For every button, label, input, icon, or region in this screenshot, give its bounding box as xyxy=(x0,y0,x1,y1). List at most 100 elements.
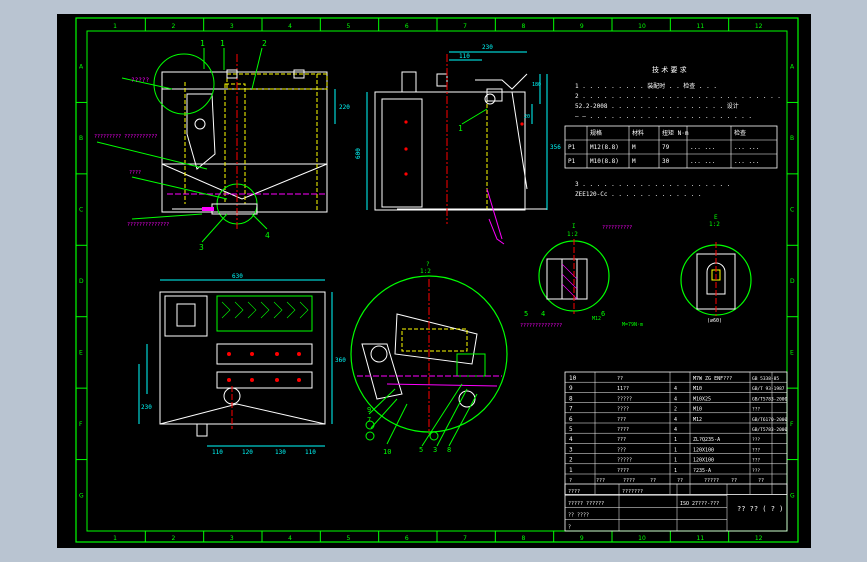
bom-row-std: ??? xyxy=(752,458,760,464)
zone-label-top: 3 xyxy=(230,23,234,30)
bottom-dim-110: 110 xyxy=(212,449,223,456)
bom-row-qty: 1 xyxy=(674,458,677,464)
zone-label-top: 7 xyxy=(463,23,467,30)
bom-row-code: ????? xyxy=(617,396,632,402)
bom-row-name: M10X25 xyxy=(693,396,711,402)
torque-cell: ... ... xyxy=(734,144,759,151)
bom-row-code: ????? xyxy=(617,458,632,464)
tech-req-line-3: 52.2-2008 . . . . . . . . . . . . . . . … xyxy=(575,102,739,110)
torque-cell: 检查 xyxy=(734,129,746,137)
bom-row-qty: 2 xyxy=(674,407,677,413)
bom-row-std: ??? xyxy=(752,447,760,453)
section-i-callout-b: ?????????????? xyxy=(520,323,562,329)
zone-label-top: 1 xyxy=(113,23,117,30)
bom-row-qty: 4 xyxy=(674,417,677,423)
bom-row-code: ?? xyxy=(617,376,623,382)
torque-cell: P1 xyxy=(568,158,576,165)
bom-row-no: 2 xyxy=(569,457,573,464)
front-callout-a: ????? xyxy=(131,77,149,84)
zone-label-bottom: 3 xyxy=(230,535,234,542)
zone-label-bottom: 10 xyxy=(638,535,646,542)
bom-row-name: M7W ZG ENF??? xyxy=(693,376,732,382)
torque-cell: M12(8.8) xyxy=(590,144,619,151)
tech-req-line-1: 1 . . . . . . . . . 装配时 . . 检查 . . . xyxy=(575,82,717,90)
title-block: ????????? ???????? ????????????ISO 27???… xyxy=(564,483,788,532)
bom-row-no: 1 xyxy=(569,467,573,474)
zone-label-bottom: 8 xyxy=(522,535,526,542)
detail2-title: ? xyxy=(426,261,430,268)
section-i-torque: M=79N·m xyxy=(622,322,643,328)
section-i-label-5: 5 xyxy=(524,310,528,318)
zone-label-right: C xyxy=(790,207,794,214)
torque-cell: ... ... xyxy=(734,158,759,165)
bom-row-code: 11?? xyxy=(617,386,629,392)
zone-label-top: 6 xyxy=(405,23,409,30)
front-label-1b: 1 xyxy=(220,39,225,48)
bottom-dim-230: 230 xyxy=(141,404,152,411)
bottom-dim-630: 630 xyxy=(232,273,243,280)
title-block-row: ????? ?????? xyxy=(568,501,604,507)
title-block-row: ?? ???? xyxy=(568,513,589,519)
section-i-title: I xyxy=(572,223,576,230)
zone-label-bottom: 9 xyxy=(580,535,584,542)
section-i-m12: M12 xyxy=(592,316,601,322)
bom-row-code: ??? xyxy=(617,417,626,423)
torque-cell: M10(8.8) xyxy=(590,158,619,165)
zone-label-top: 10 xyxy=(638,23,646,30)
bom-row-std: GB/T6170-2000 xyxy=(752,417,788,423)
drawing-number: ISO 27???-??? xyxy=(680,501,719,507)
bom-row-code: ???? xyxy=(617,468,629,474)
zone-label-top: 5 xyxy=(347,23,351,30)
bom-row-qty: 1 xyxy=(674,437,677,443)
bom-row-name: M10 xyxy=(693,407,702,413)
side-dim-20: 20 xyxy=(524,114,530,120)
bom-header-cell: ????? xyxy=(704,478,719,484)
front-label-3: 3 xyxy=(199,243,204,252)
zone-label-top: 9 xyxy=(580,23,584,30)
torque-cell: 扭矩 N·m xyxy=(662,129,689,137)
bom-header-cell: ?? xyxy=(731,478,737,484)
bom-row-std: ??? xyxy=(752,437,760,443)
zone-label-right: G xyxy=(790,492,795,499)
bom-row-no: 9 xyxy=(569,385,573,392)
zone-label-bottom: 12 xyxy=(755,535,763,542)
section-e-title: E xyxy=(714,214,718,221)
zone-label-right: D xyxy=(790,278,795,285)
bom-row-name: ZL?Q235-A xyxy=(693,437,720,443)
zone-label-top: 8 xyxy=(522,23,526,30)
side-view: 110 230 180 600 356 20 1 xyxy=(355,44,561,245)
bottom-dim-130: 130 xyxy=(275,449,286,456)
zone-label-left: B xyxy=(79,135,83,142)
bom-row-std: GB/T 93-1987 xyxy=(752,386,785,392)
bom-row-qty: 4 xyxy=(674,396,677,402)
bom-row-code: ???? xyxy=(617,427,629,433)
bom-row-no: 5 xyxy=(569,426,573,433)
zone-label-top: 2 xyxy=(172,23,176,30)
bom-row-code: ??? xyxy=(617,447,626,453)
zone-label-right: B xyxy=(790,135,794,142)
bom-row-no: 10 xyxy=(569,375,577,382)
bom-row-qty: 4 xyxy=(674,386,677,392)
tech-req-line-5: 3 . . . . . . . . . . . . . . . . . . . … xyxy=(575,181,730,188)
zone-label-right: A xyxy=(790,64,795,71)
zone-label-bottom: 11 xyxy=(697,535,705,542)
bom-row-qty: 1 xyxy=(674,468,677,474)
zone-label-right: F xyxy=(790,421,794,428)
side-dim-356: 356 xyxy=(550,144,561,151)
bom-row-qty: 1 xyxy=(674,447,677,453)
front-view: 220 1 1 2 3 4 ????? ????????? ??????????… xyxy=(94,39,350,252)
detail2-label-5: 5 xyxy=(419,446,423,454)
torque-cell: 30 xyxy=(662,158,670,165)
zone-label-top: 11 xyxy=(697,23,705,30)
torque-cell: M xyxy=(632,158,636,165)
front-dim-220: 220 xyxy=(339,104,350,111)
section-i-callout-a: ?????????? xyxy=(602,225,632,231)
bom-row-no: 7 xyxy=(569,406,573,413)
zone-label-left: G xyxy=(79,492,84,499)
detail2-label-10: 10 xyxy=(383,448,391,456)
zone-label-bottom: 7 xyxy=(463,535,467,542)
zone-label-left: A xyxy=(79,64,84,71)
